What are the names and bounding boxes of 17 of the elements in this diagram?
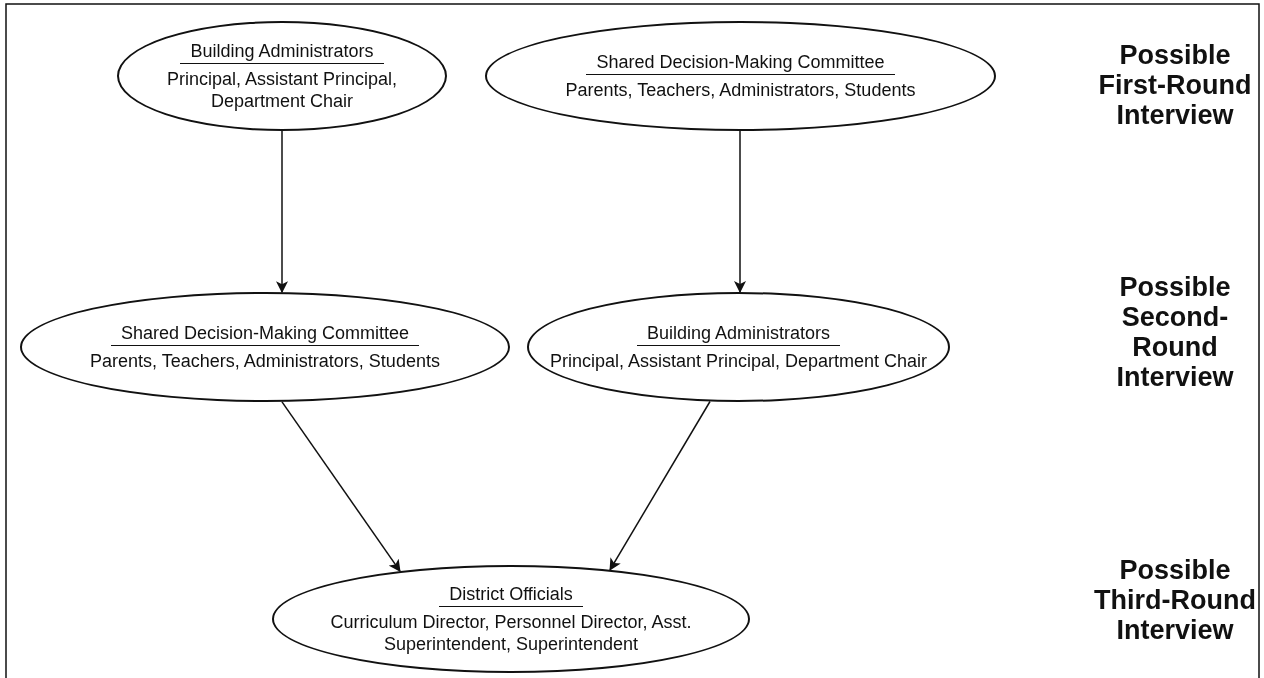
round-label: Possible Third-Round Interview (1093, 555, 1257, 645)
round-label: Possible First-Round Interview (1097, 40, 1253, 130)
member-list: Parents, Teachers, Administrators, Students (565, 79, 916, 101)
arrow (609, 400, 711, 571)
arrow (734, 130, 746, 293)
group-heading: Shared Decision-Making Committee (586, 51, 895, 75)
member-list: Curriculum Director, Personnel Director, Asst. Superintendent, Superintendent (301, 611, 721, 655)
group-heading: District Officials (439, 583, 583, 607)
group-heading: Building Administrators (180, 40, 384, 64)
group-heading: Shared Decision-Making Committee (110, 322, 420, 346)
member-list: Parents, Teachers, Administrators, Students (90, 350, 440, 372)
member-list: Principal, Assistant Principal, Department Chair (132, 68, 432, 112)
arrow (281, 401, 401, 572)
arrow (276, 130, 288, 294)
member-list: Principal, Assistant Principal, Department Chair (549, 350, 928, 372)
round-label: Possible Second-Round Interview (1115, 272, 1235, 392)
group-heading: Building Administrators (636, 322, 841, 346)
